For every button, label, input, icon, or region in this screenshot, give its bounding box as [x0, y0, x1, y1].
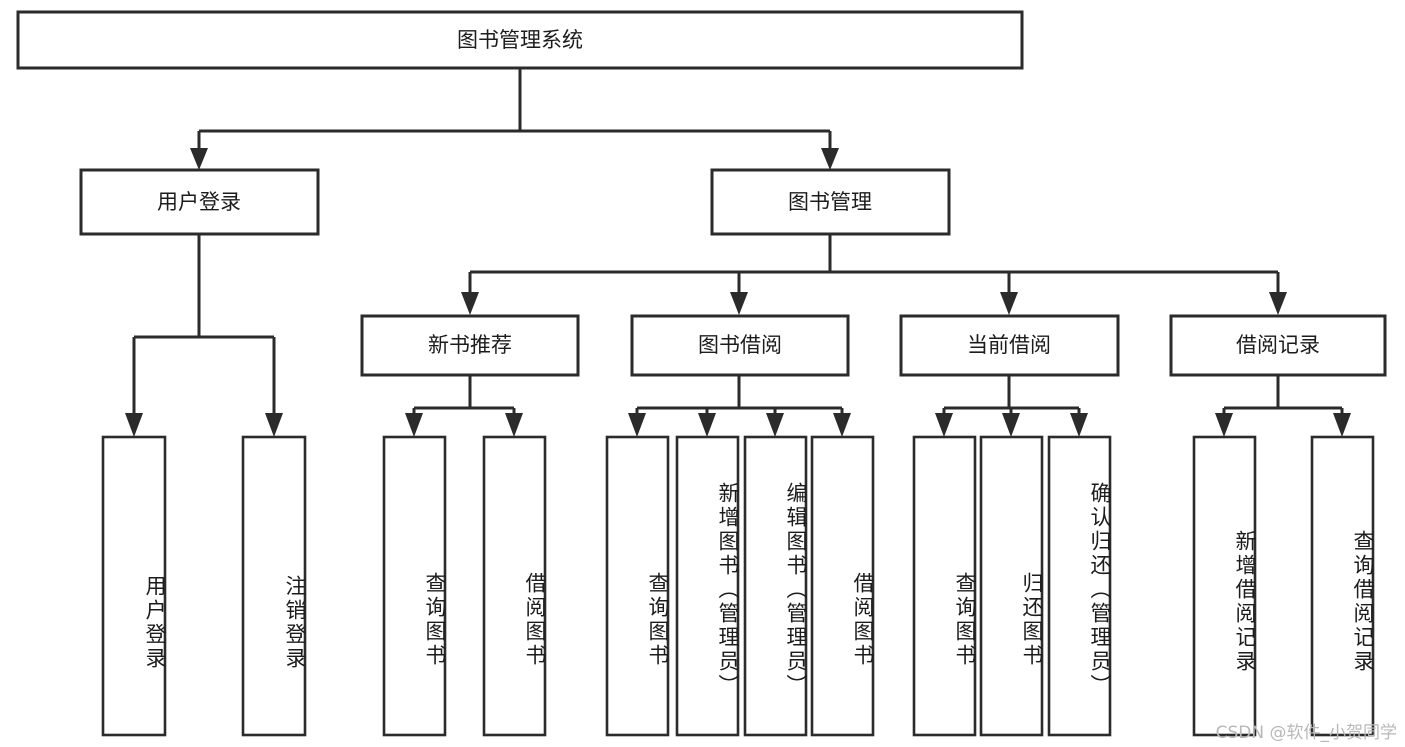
leaf-box-current-borrow-2[interactable] [1047, 435, 1112, 737]
node-root-box[interactable] [16, 10, 1024, 70]
arrow-bb-leaf2 [698, 413, 716, 437]
arrow-bm-to-book-borrow [730, 292, 748, 315]
arrow-br-leaf1 [1215, 413, 1233, 437]
leaf-box-new-book-0[interactable] [382, 435, 447, 737]
leaf-box-user-login-1[interactable] [241, 435, 307, 737]
node-user-login-label: 用户登录 [157, 190, 241, 214]
node-new-book-recommend-label: 新书推荐 [428, 333, 512, 357]
node-book-management-box[interactable] [710, 168, 951, 236]
arrow-cb-leaf1 [935, 413, 953, 437]
node-new-book-recommend[interactable]: 新书推荐 [360, 314, 580, 377]
arrow-nb-leaf1 [405, 413, 423, 437]
arrow-bb-leaf3 [766, 413, 784, 437]
node-new-book-recommend-box[interactable] [360, 314, 580, 377]
arrow-root-to-user-login [190, 148, 208, 170]
leaf-box-borrow-record-0[interactable] [1192, 435, 1257, 737]
node-root-book-management-system[interactable]: 图书管理系统 [16, 10, 1024, 70]
leaf-box-user-login-0[interactable] [101, 435, 167, 737]
arrow-bm-to-new-book [461, 292, 479, 315]
arrow-nb-leaf2 [505, 413, 523, 437]
node-current-borrow[interactable]: 当前借阅 [899, 314, 1120, 377]
leaf-box-current-borrow-0[interactable] [912, 435, 977, 737]
arrow-cb-leaf2 [1002, 413, 1020, 437]
leaf-boxes [101, 435, 1375, 737]
arrow-bb-leaf4 [833, 413, 851, 437]
node-borrow-record-box[interactable] [1169, 314, 1387, 377]
leaf-box-book-borrow-0[interactable] [605, 435, 670, 737]
node-user-login-box[interactable] [79, 168, 320, 236]
leaf-box-book-borrow-3[interactable] [810, 435, 875, 737]
leaf-box-book-borrow-2[interactable] [743, 435, 808, 737]
arrow-user-login-leaf1 [125, 413, 143, 437]
arrow-bm-to-borrow-record [1269, 292, 1287, 315]
node-borrow-record-label: 借阅记录 [1236, 333, 1320, 357]
arrow-root-to-book-mgmt [821, 148, 839, 170]
arrow-bb-leaf1 [628, 413, 646, 437]
leaf-box-new-book-1[interactable] [482, 435, 547, 737]
connectors [125, 68, 1351, 437]
leaf-box-book-borrow-1[interactable] [675, 435, 740, 737]
node-book-borrow[interactable]: 图书借阅 [630, 314, 850, 377]
csdn-watermark: CSDN @软件_小贺同学 [1215, 723, 1397, 743]
arrow-user-login-leaf2 [265, 413, 283, 437]
arrow-bm-to-current-borrow [1000, 292, 1018, 315]
leaf-box-current-borrow-1[interactable] [979, 435, 1044, 737]
node-current-borrow-label: 当前借阅 [967, 333, 1051, 357]
node-borrow-record[interactable]: 借阅记录 [1169, 314, 1387, 377]
node-book-borrow-box[interactable] [630, 314, 850, 377]
node-user-login[interactable]: 用户登录 [79, 168, 320, 236]
leaf-box-borrow-record-1[interactable] [1310, 435, 1375, 737]
node-book-management[interactable]: 图书管理 [710, 168, 951, 236]
arrow-br-leaf2 [1333, 413, 1351, 437]
node-book-management-label: 图书管理 [788, 190, 872, 214]
node-root-label: 图书管理系统 [457, 28, 583, 52]
node-book-borrow-label: 图书借阅 [698, 333, 782, 357]
arrow-cb-leaf3 [1070, 413, 1088, 437]
node-current-borrow-box[interactable] [899, 314, 1120, 377]
